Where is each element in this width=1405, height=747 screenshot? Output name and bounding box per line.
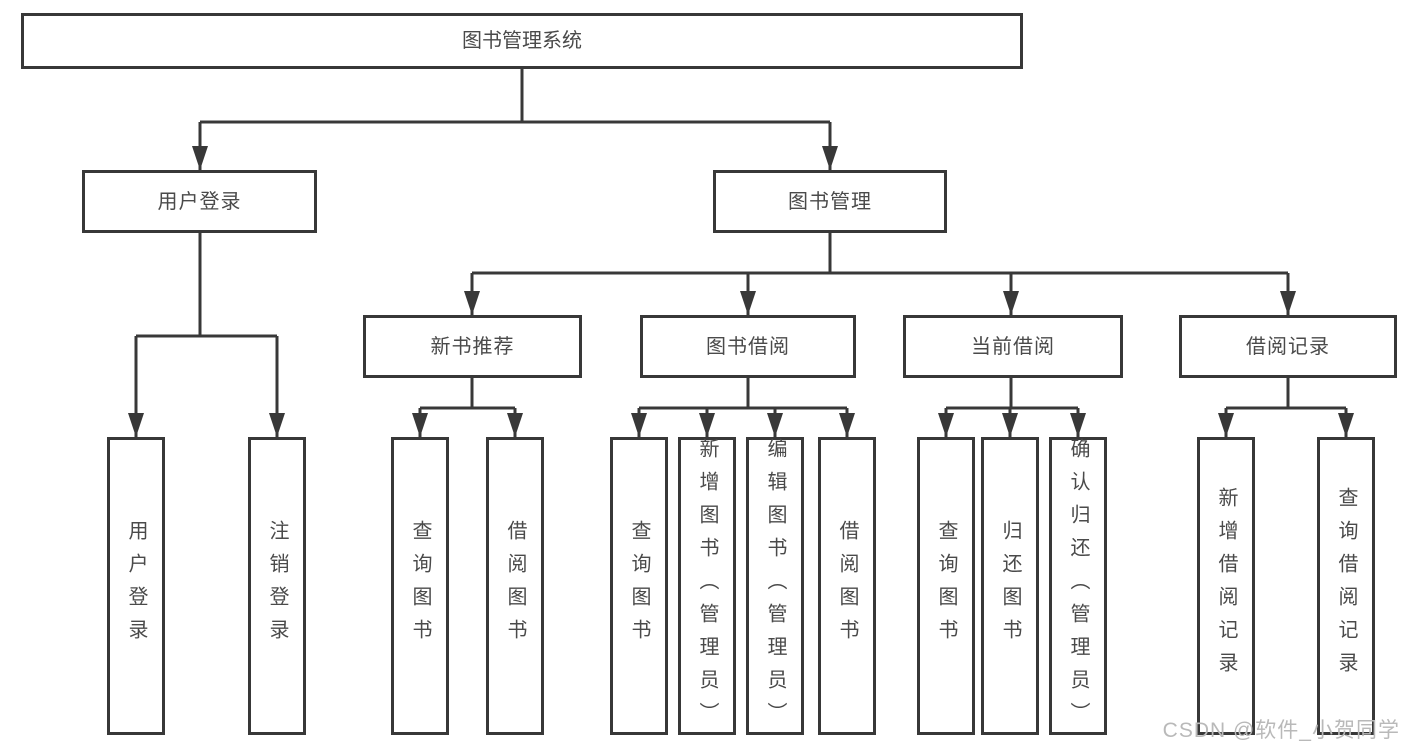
leaf-add-borrow-record-label: 新增借阅记录 — [1215, 487, 1237, 685]
node-current-borrow: 当前借阅 — [903, 315, 1123, 378]
leaf-add-books-admin: 新增图书（管理员） — [678, 437, 736, 735]
leaf-logout-label: 注销登录 — [266, 520, 288, 652]
leaf-user-login: 用户登录 — [107, 437, 165, 735]
node-book-borrow: 图书借阅 — [640, 315, 856, 378]
leaf-borrow-books-new-label: 借阅图书 — [504, 520, 526, 652]
connector-current-branch — [946, 378, 1078, 410]
leaf-confirm-return-admin-label: 确认归还（管理员） — [1067, 437, 1089, 735]
leaf-query-books-new: 查询图书 — [391, 437, 449, 735]
node-root-system: 图书管理系统 — [21, 13, 1023, 69]
leaf-borrow-books-new: 借阅图书 — [486, 437, 544, 735]
leaf-query-books-new-label: 查询图书 — [409, 520, 431, 652]
node-new-books: 新书推荐 — [363, 315, 582, 378]
node-user-login: 用户登录 — [82, 170, 317, 233]
leaf-return-books: 归还图书 — [981, 437, 1039, 735]
node-borrow-records: 借阅记录 — [1179, 315, 1397, 378]
leaf-edit-books-admin: 编辑图书（管理员） — [746, 437, 804, 735]
connector-newbooks-branch — [420, 378, 515, 410]
leaf-edit-books-admin-label: 编辑图书（管理员） — [764, 437, 786, 735]
leaf-return-books-label: 归还图书 — [999, 520, 1021, 652]
leaf-query-books-borrow: 查询图书 — [610, 437, 668, 735]
connector-mgmt-branch — [472, 233, 1288, 275]
connector-login-branch — [136, 233, 277, 338]
leaf-add-borrow-record: 新增借阅记录 — [1197, 437, 1255, 735]
leaf-user-login-label: 用户登录 — [125, 520, 147, 652]
connector-borrow-branch — [639, 378, 847, 410]
leaf-query-books-current-label: 查询图书 — [935, 520, 957, 652]
leaf-query-borrow-record-label: 查询借阅记录 — [1335, 487, 1357, 685]
leaf-confirm-return-admin: 确认归还（管理员） — [1049, 437, 1107, 735]
leaf-logout: 注销登录 — [248, 437, 306, 735]
node-book-mgmt: 图书管理 — [713, 170, 947, 233]
leaf-borrow-books: 借阅图书 — [818, 437, 876, 735]
leaf-add-books-admin-label: 新增图书（管理员） — [696, 437, 718, 735]
leaf-query-books-current: 查询图书 — [917, 437, 975, 735]
connector-records-branch — [1226, 378, 1346, 410]
leaf-query-borrow-record: 查询借阅记录 — [1317, 437, 1375, 735]
leaf-query-books-borrow-label: 查询图书 — [628, 520, 650, 652]
csdn-watermark: CSDN @软件_小贺同学 — [1162, 719, 1400, 742]
connector-root-branch — [200, 69, 830, 124]
leaf-borrow-books-label: 借阅图书 — [836, 520, 858, 652]
